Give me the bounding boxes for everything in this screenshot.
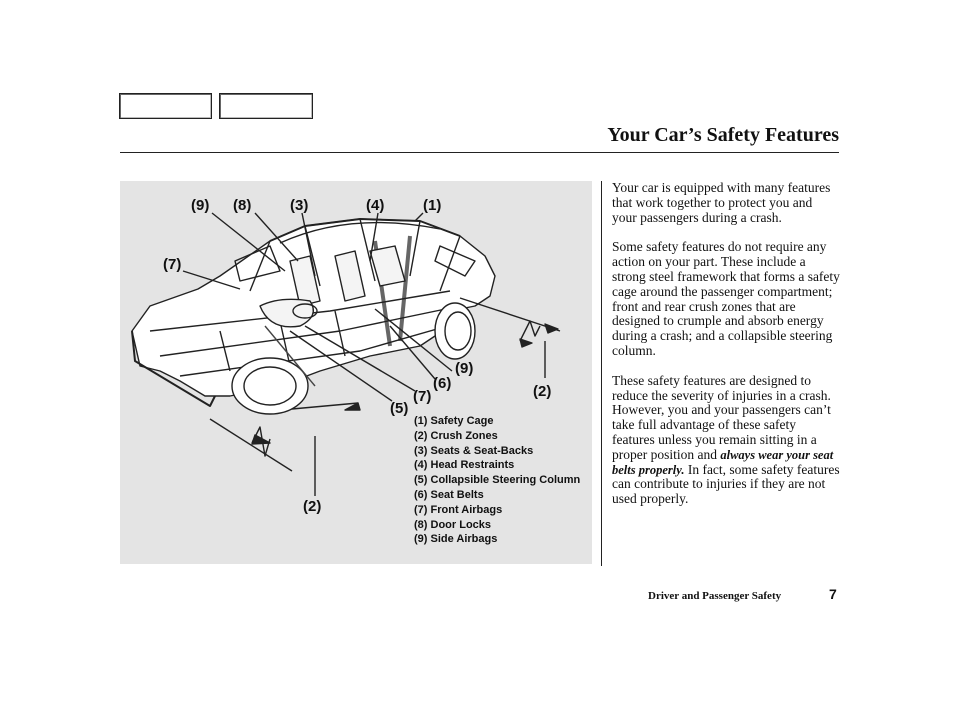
figure-legend: (1) Safety Cage (2) Crush Zones (3) Seat… bbox=[414, 414, 580, 547]
callout-5: (5) bbox=[390, 400, 409, 417]
paragraph-2: Some safety features do not require any … bbox=[612, 239, 840, 358]
page-title: Your Car’s Safety Features bbox=[607, 124, 839, 146]
legend-item: (1) Safety Cage bbox=[414, 415, 494, 427]
callout-7-mid: (7) bbox=[413, 388, 432, 405]
paragraph-3: These safety features are designed to re… bbox=[612, 372, 840, 507]
column-divider bbox=[601, 181, 602, 566]
page-number: 7 bbox=[829, 586, 837, 602]
legend-item: (9) Side Airbags bbox=[414, 533, 498, 546]
callout-4: (4) bbox=[366, 197, 385, 214]
callout-9-top: (9) bbox=[191, 197, 210, 214]
callout-7-left: (7) bbox=[163, 256, 182, 273]
callout-9-right: (9) bbox=[455, 360, 474, 377]
body-text: Your car is equipped with many features … bbox=[612, 180, 840, 522]
car-cutaway-illustration bbox=[131, 212, 561, 496]
seat-belt-emphasis: always wear your seat belts properly. bbox=[612, 447, 834, 477]
paragraph-3-start: These safety features are designed to re… bbox=[612, 372, 831, 462]
legend-item: (5) Collapsible Steering Column bbox=[414, 474, 581, 487]
title-rule bbox=[120, 152, 839, 153]
safety-features-figure: (9) (8) (3) (4) (1) (7) (9) (6) (7) (5) … bbox=[120, 181, 592, 564]
legend-item: (2) Crush Zones bbox=[414, 429, 498, 442]
footer-section-title: Driver and Passenger Safety bbox=[648, 590, 782, 602]
paragraph-1: Your car is equipped with many features … bbox=[612, 180, 831, 225]
legend-item: (3) Seats & Seat-Backs bbox=[414, 444, 534, 457]
callout-2-right: (2) bbox=[533, 383, 552, 400]
legend-item: (4) Head Restraints bbox=[414, 459, 515, 472]
nav-button-2[interactable] bbox=[219, 93, 313, 119]
callout-1: (1) bbox=[423, 197, 442, 214]
paragraph-3-end: In fact, some safety features can contri… bbox=[612, 461, 840, 507]
nav-button-1[interactable] bbox=[119, 93, 212, 119]
callout-2-bottom: (2) bbox=[303, 498, 322, 515]
callout-8: (8) bbox=[233, 197, 252, 214]
legend-item: (6) Seat Belts bbox=[414, 488, 484, 501]
legend-item: (7) Front Airbags bbox=[414, 503, 503, 516]
callout-3: (3) bbox=[290, 197, 309, 214]
legend-item: (8) Door Locks bbox=[414, 518, 492, 531]
callout-6: (6) bbox=[433, 375, 452, 392]
